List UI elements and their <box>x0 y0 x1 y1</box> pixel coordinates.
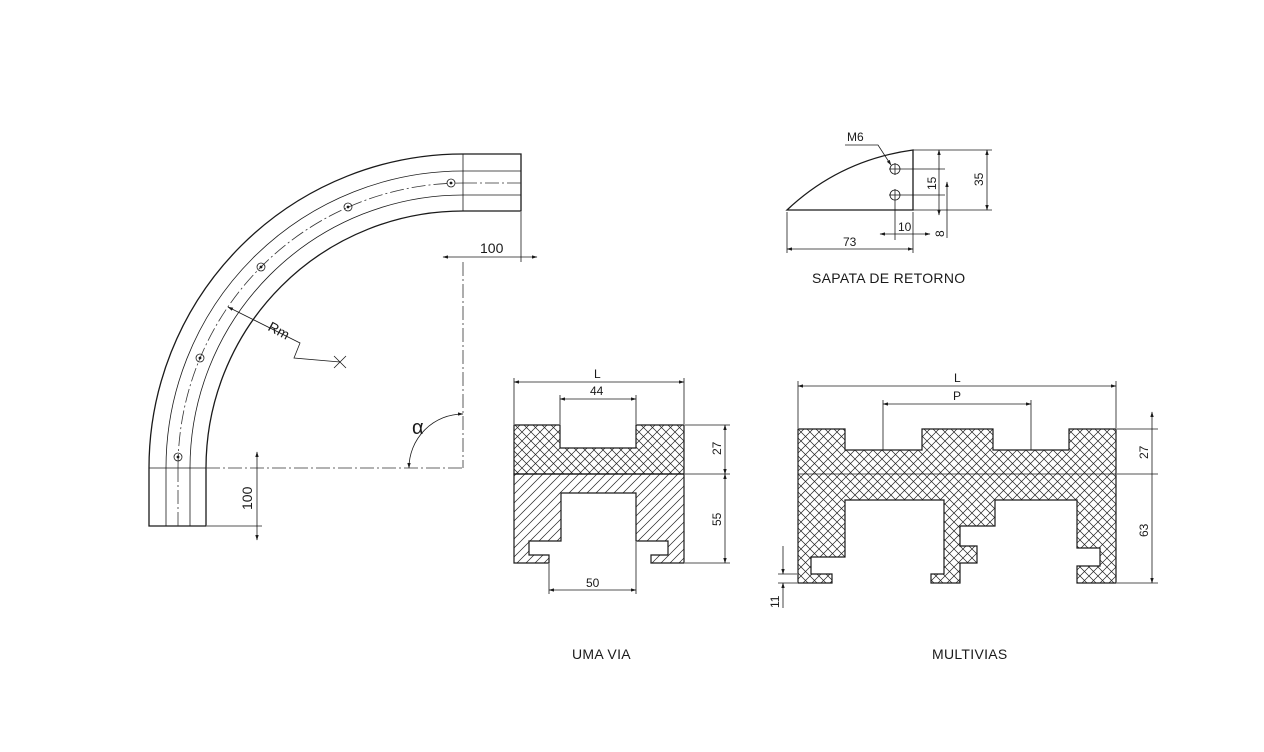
sapata-dim-8: 8 <box>933 230 947 237</box>
sapata-view: M6 15 35 8 10 73 SAPATA DE RETORNO <box>785 130 992 286</box>
multivias-dim-63: 63 <box>1137 523 1151 537</box>
radius-label: Rm <box>266 318 293 342</box>
curve-dim-top: 100 <box>480 240 504 256</box>
bolt-hole <box>173 452 183 462</box>
multivias-dim-L: L <box>954 371 961 385</box>
curve-top-straight <box>463 153 522 212</box>
curve-dim-left: 100 <box>239 486 255 510</box>
bolt-hole <box>195 353 205 363</box>
uma-via-dim-55: 55 <box>710 512 724 526</box>
uma-via-view: L 44 50 27 55 UMA VIA <box>513 367 730 662</box>
multivias-dim-P: P <box>953 389 961 403</box>
multivias-dim-11: 11 <box>768 595 782 608</box>
curve-track-arc-1 <box>165 170 464 469</box>
bolt-hole <box>446 178 456 188</box>
radius-leader <box>227 306 341 363</box>
bolt-hole <box>343 202 353 212</box>
sapata-dim-73: 73 <box>843 235 857 249</box>
multivias-profile <box>797 428 1117 584</box>
uma-via-upper <box>513 424 685 475</box>
sapata-hole <box>889 189 901 201</box>
uma-via-dim-L: L <box>594 367 601 381</box>
angle-label: α <box>412 417 424 439</box>
sapata-dim-15: 15 <box>925 176 939 190</box>
sapata-thread-label: M6 <box>847 130 864 144</box>
curve-left-straight <box>148 468 207 527</box>
sapata-hole <box>889 163 901 175</box>
curve-track-arc-2 <box>189 194 464 469</box>
uma-via-dim-27: 27 <box>710 441 724 455</box>
sapata-caption: SAPATA DE RETORNO <box>812 270 965 286</box>
multivias-dim-27: 27 <box>1137 445 1151 459</box>
uma-via-lower <box>513 473 685 564</box>
sapata-outline <box>785 149 914 211</box>
curve-bolt-holes <box>173 178 456 462</box>
bolt-hole <box>256 262 266 272</box>
sapata-dim-35: 35 <box>972 172 986 186</box>
angle-arc <box>407 412 464 469</box>
curve-outer-arc <box>148 153 464 469</box>
curve-inner-arc <box>205 210 464 469</box>
uma-via-dim-44: 44 <box>590 384 604 398</box>
uma-via-caption: UMA VIA <box>572 646 631 662</box>
multivias-view: L P 27 63 11 MULTIVIAS <box>768 371 1158 662</box>
multivias-caption: MULTIVIAS <box>932 646 1008 662</box>
uma-via-dim-50: 50 <box>586 576 600 590</box>
curve-view: Rm α 100 100 <box>148 153 538 541</box>
sapata-dim-10: 10 <box>898 220 912 234</box>
